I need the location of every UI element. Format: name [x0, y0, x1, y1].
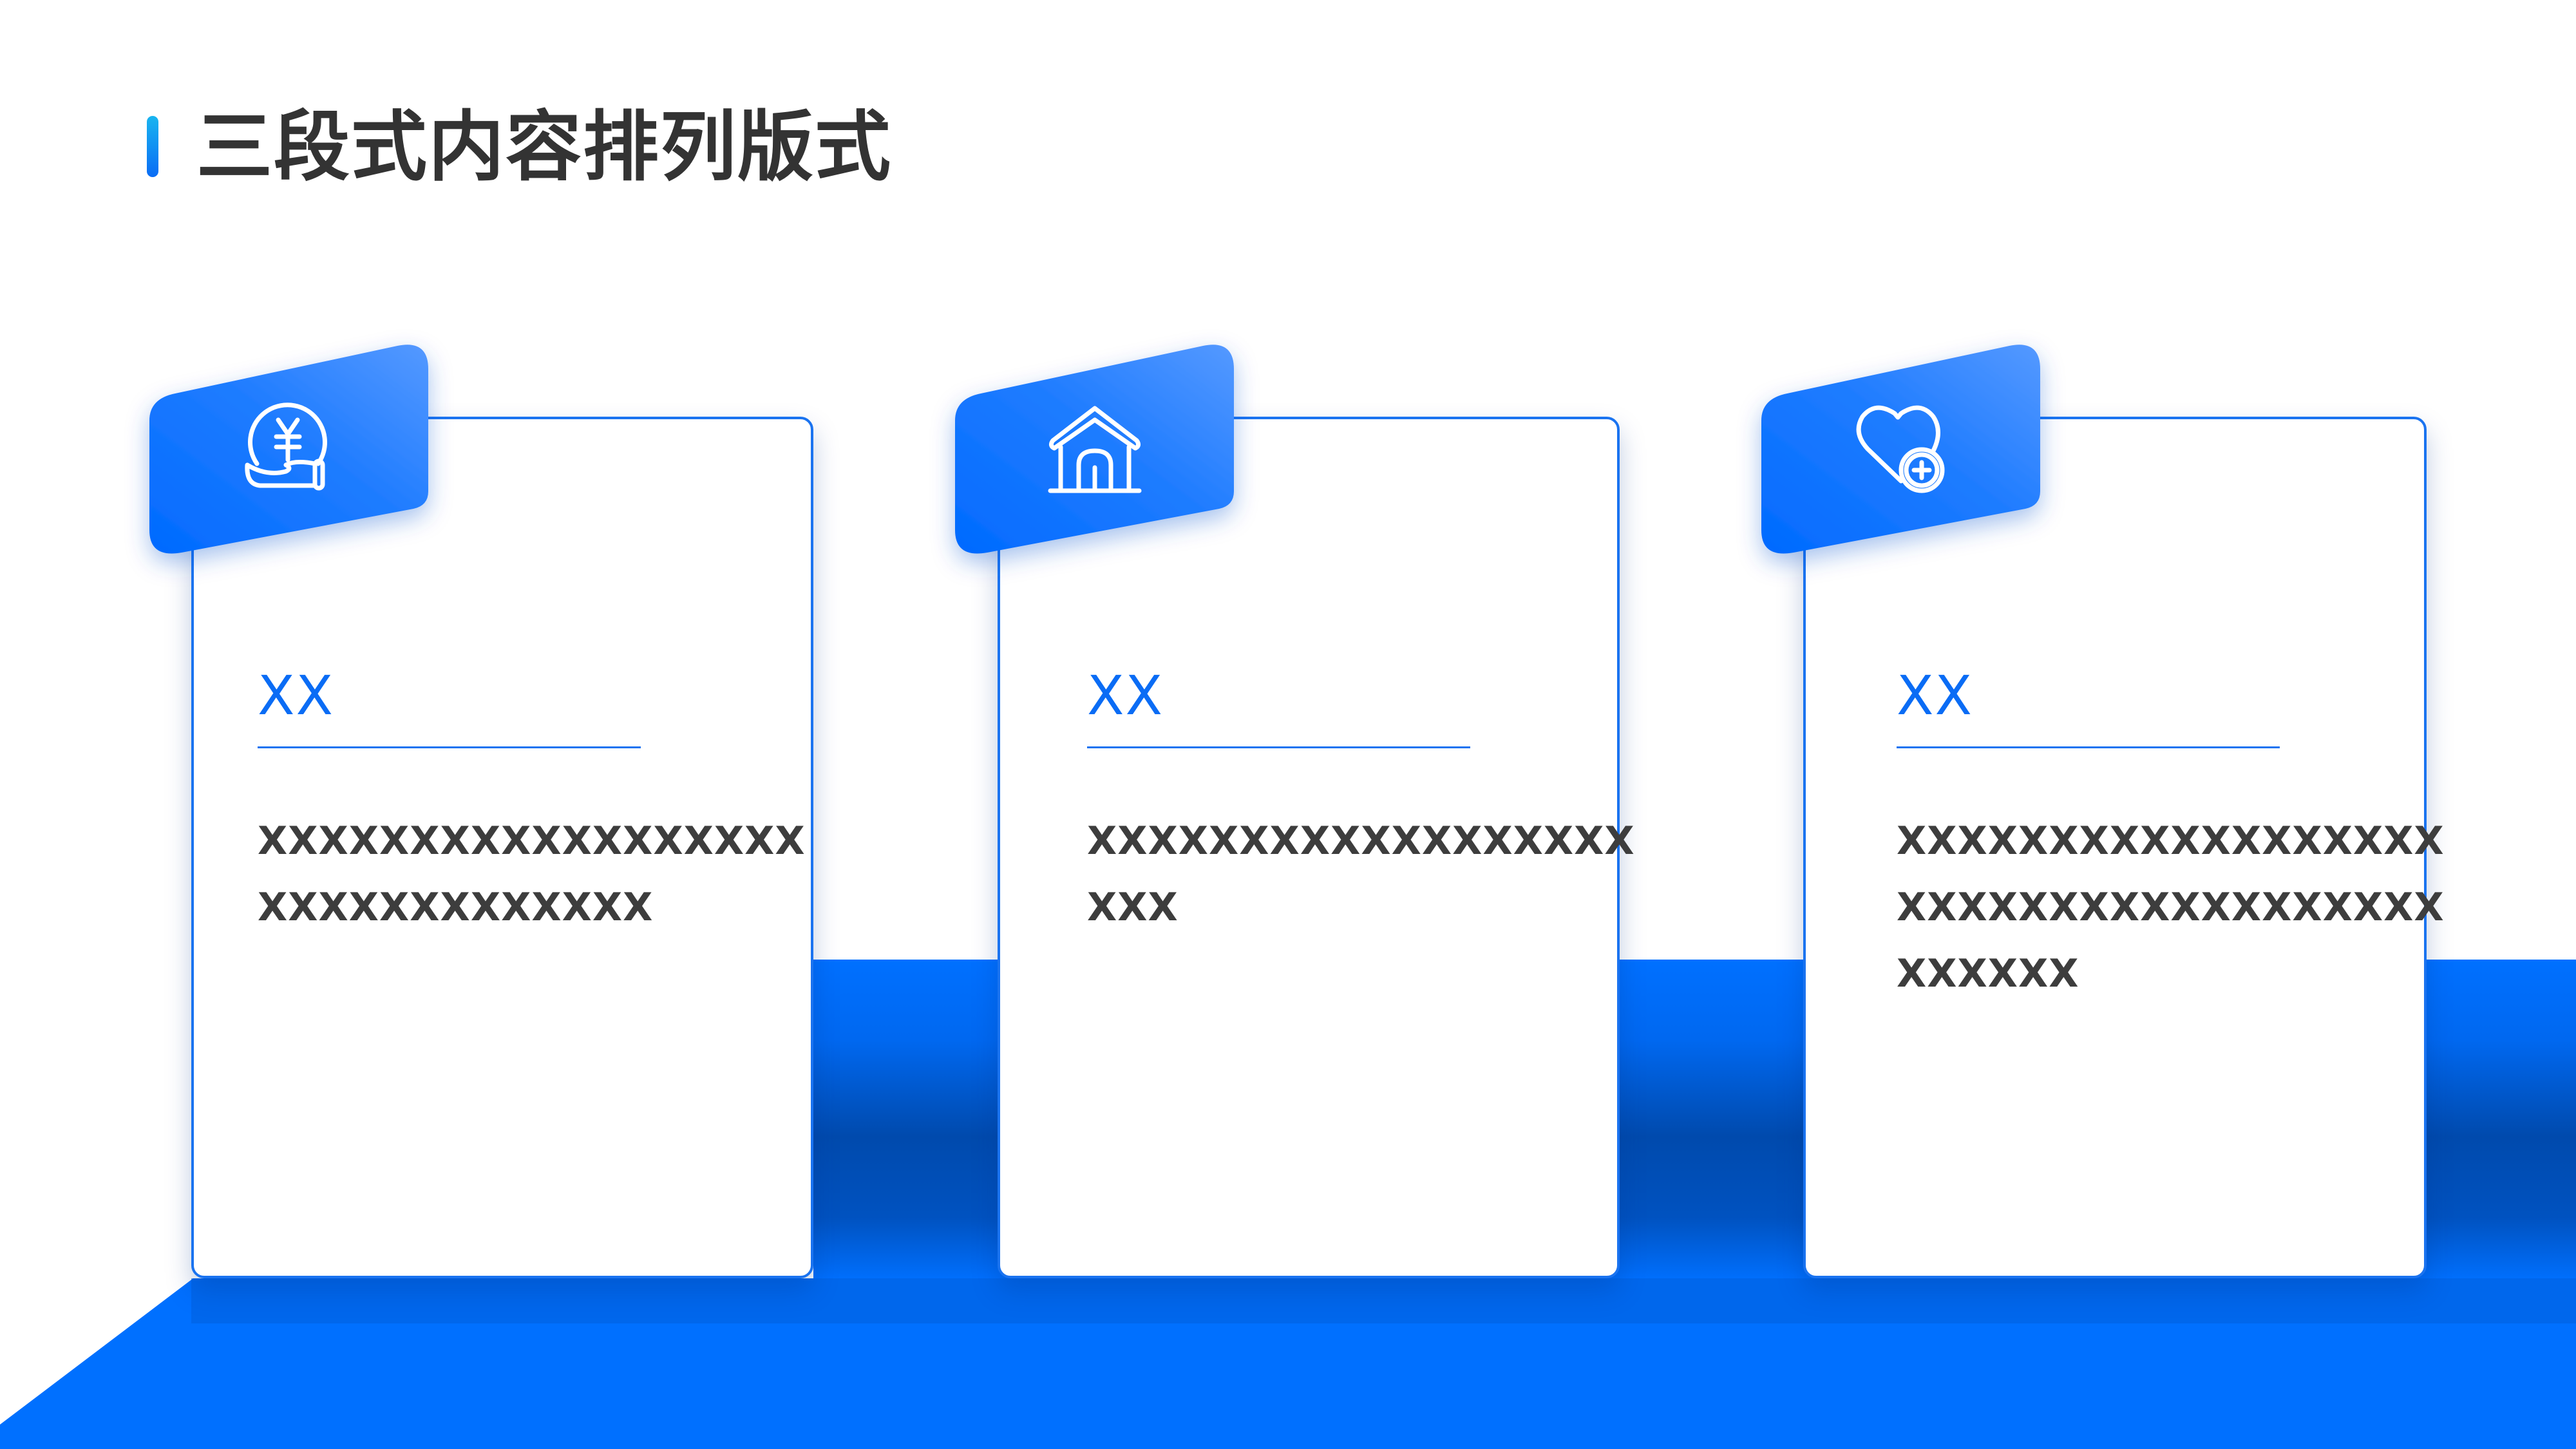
card-2-icon-tab [955, 343, 1234, 554]
yen-coin-in-hand-icon [244, 402, 327, 490]
card-1-body-line-2: XXXXXXXXXXXXX [258, 885, 654, 930]
card-3-icon-tab [1761, 343, 2040, 554]
card-2-body-line-2: XXX [1087, 885, 1179, 930]
card-2-body-line-1: XXXXXXXXXXXXXXXXXX [1087, 819, 1635, 864]
house-icon [1048, 406, 1141, 493]
page-title: 三段式内容排列版式 [196, 102, 893, 191]
card-1-heading: XX [258, 664, 335, 727]
card-3 [1803, 417, 2427, 1278]
card-3-body-line-1: XXXXXXXXXXXXXXXXXX [1897, 819, 2445, 864]
title-accent-bar [147, 116, 158, 177]
card-2-divider [1087, 746, 1470, 748]
card-2 [998, 417, 1620, 1278]
card-1-icon-tab [149, 343, 428, 554]
card-3-body: XXXXXXXXXXXXXXXXXX XXXXXXXXXXXXXXXXXX XX… [1897, 808, 2445, 1007]
card-2-heading: XX [1087, 664, 1164, 727]
heart-plus-icon [1856, 405, 1944, 493]
card-3-heading: XX [1897, 664, 1974, 727]
card-1-divider [258, 746, 641, 748]
card-1-body-line-1: XXXXXXXXXXXXXXXXXX [258, 819, 806, 864]
card-2-body: XXXXXXXXXXXXXXXXXX XXX [1087, 808, 1635, 941]
card-3-body-line-2: XXXXXXXXXXXXXXXXXX [1897, 885, 2445, 930]
card-3-divider [1897, 746, 2280, 748]
card-1-body: XXXXXXXXXXXXXXXXXX XXXXXXXXXXXXX [258, 808, 806, 941]
card-1 [191, 417, 813, 1278]
card-3-body-line-3: XXXXXX [1897, 951, 2079, 996]
